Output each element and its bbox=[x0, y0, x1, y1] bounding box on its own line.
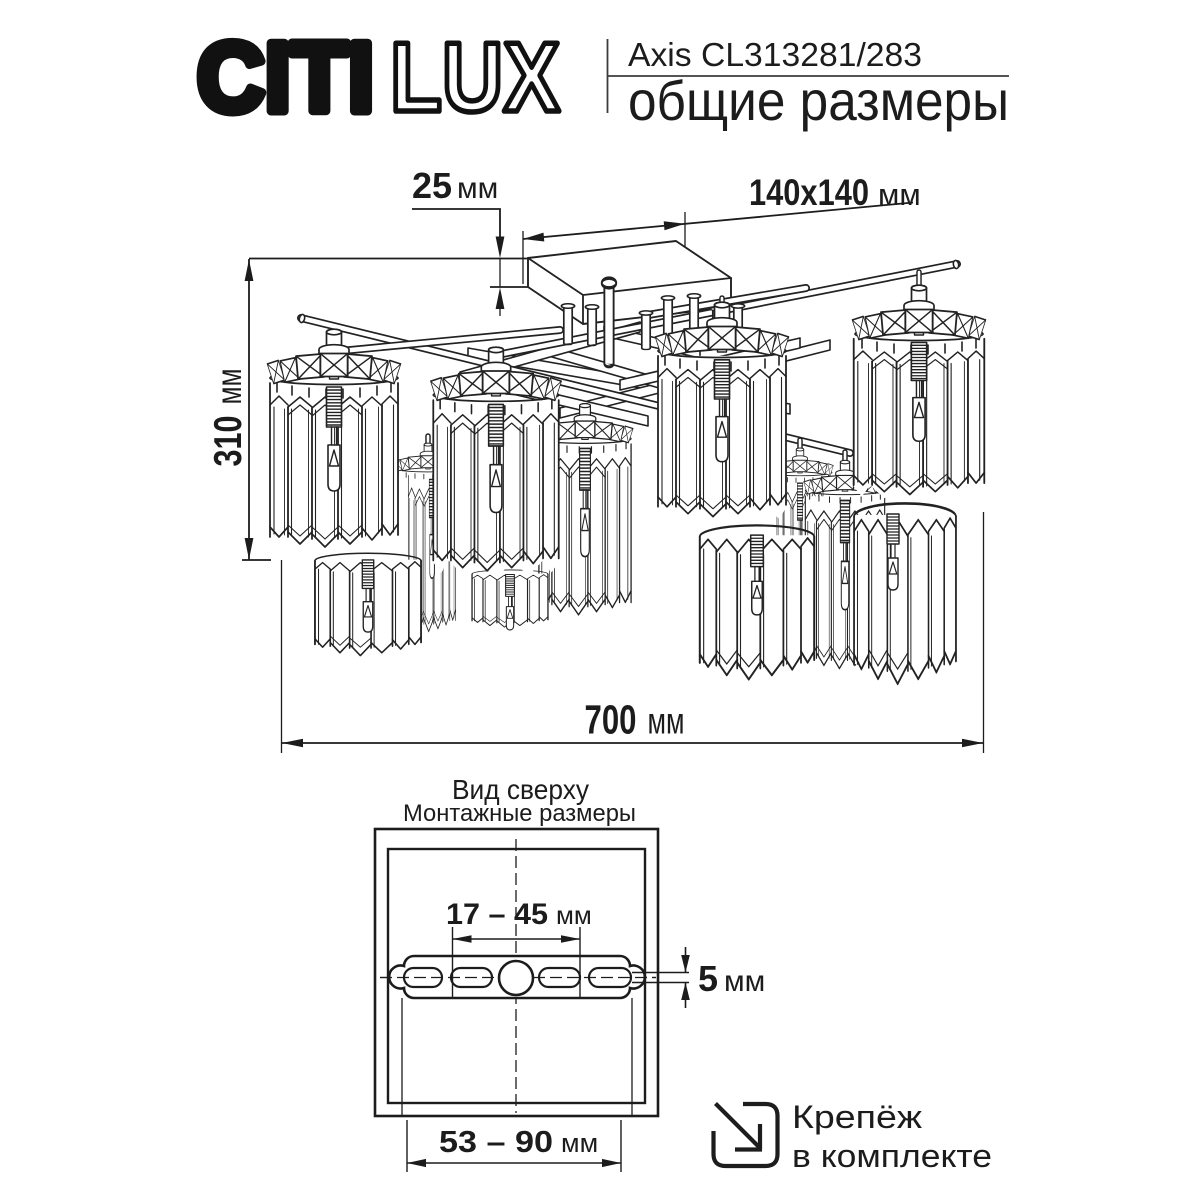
svg-text:25: 25 bbox=[412, 165, 452, 206]
svg-text:мм: мм bbox=[878, 177, 921, 212]
svg-text:LUX: LUX bbox=[390, 22, 560, 132]
svg-text:Вид сверху: Вид сверху bbox=[452, 774, 589, 805]
svg-text:мм: мм bbox=[556, 900, 592, 930]
svg-text:CITI: CITI bbox=[197, 22, 374, 132]
svg-text:мм: мм bbox=[648, 701, 685, 742]
svg-text:Крепёж: Крепёж bbox=[792, 1099, 923, 1135]
svg-text:мм: мм bbox=[210, 369, 249, 405]
svg-text:мм: мм bbox=[561, 1128, 598, 1158]
svg-text:17 – 45: 17 – 45 bbox=[446, 898, 548, 931]
svg-text:5: 5 bbox=[698, 958, 718, 999]
svg-text:700: 700 bbox=[585, 697, 637, 743]
svg-text:мм: мм bbox=[724, 965, 765, 998]
svg-text:Axis CL313281/283: Axis CL313281/283 bbox=[628, 36, 922, 73]
svg-text:310: 310 bbox=[207, 416, 250, 467]
svg-text:Монтажные размеры: Монтажные размеры bbox=[403, 800, 636, 827]
svg-text:мм: мм bbox=[457, 172, 498, 205]
svg-text:в комплекте: в комплекте bbox=[792, 1138, 992, 1174]
svg-text:общие размеры: общие размеры bbox=[628, 69, 1009, 132]
svg-text:53 – 90: 53 – 90 bbox=[439, 1124, 553, 1159]
svg-text:140x140: 140x140 bbox=[749, 172, 869, 213]
